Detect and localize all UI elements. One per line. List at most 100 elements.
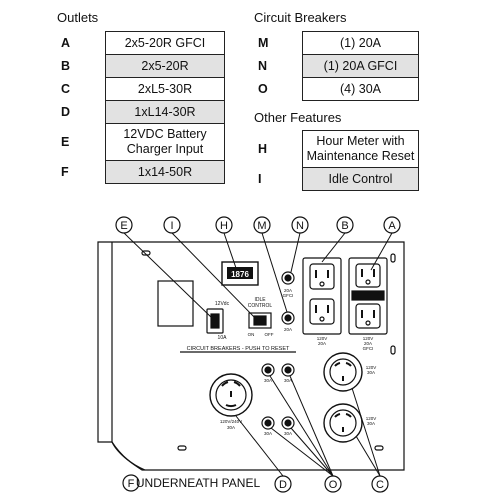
b-outlet-label-2: 20A xyxy=(318,341,326,346)
panel-bottom-lip xyxy=(111,441,146,471)
callout-b-circle xyxy=(336,216,354,234)
feature-row: I Idle Control xyxy=(254,167,419,191)
outlet-letter: D xyxy=(61,105,71,119)
callout-i-circle xyxy=(163,216,181,234)
dc-input-inner xyxy=(210,313,220,329)
o-breaker xyxy=(281,416,295,430)
callout-c: C xyxy=(376,479,384,491)
d-outlet-slot xyxy=(233,381,241,387)
callout-n-circle xyxy=(291,216,309,234)
d-outlet-slot xyxy=(221,381,229,387)
idle-label-line2: CONTROL xyxy=(248,303,273,309)
d-outlet-label-1: 120V/240V xyxy=(220,419,242,424)
idle-on-label: ON xyxy=(248,332,255,337)
dc-input-socket xyxy=(206,308,224,334)
d-outlet-slot xyxy=(225,404,237,408)
callout-h: H xyxy=(220,220,228,232)
callout-d-circle xyxy=(274,475,292,493)
feature-desc: Idle Control xyxy=(302,167,419,191)
hour-meter xyxy=(221,261,259,286)
breaker-strip-label: CIRCUIT BREAKERS - PUSH TO RESET xyxy=(187,346,290,352)
a-gfci-buttons xyxy=(351,290,385,301)
leader-d xyxy=(235,415,284,477)
breakers-table: M (1) 20A N (1) 20A GFCI O (4) 30A xyxy=(254,31,419,101)
o-breaker xyxy=(281,363,295,377)
mount-slot xyxy=(374,445,384,451)
callout-d: D xyxy=(279,479,287,491)
c-outlet-lower xyxy=(323,403,363,443)
b-ground xyxy=(319,316,325,322)
o-breaker-label: 30A xyxy=(284,431,292,436)
o-breaker-button xyxy=(264,366,272,374)
callout-o: O xyxy=(329,479,338,491)
a-outlet-receptacle xyxy=(355,303,381,329)
a-outlet-plate xyxy=(348,257,388,335)
mount-slot xyxy=(141,250,151,256)
c-outlet-slot xyxy=(345,362,352,367)
breaker-desc: (1) 20A GFCI xyxy=(302,54,419,78)
features-title: Other Features xyxy=(254,110,342,125)
dc-label-bottom: 10A xyxy=(218,335,228,341)
feature-letter: H xyxy=(258,142,268,156)
callout-i: I xyxy=(170,220,173,232)
leader-m xyxy=(261,232,288,313)
callout-f: F xyxy=(128,478,135,490)
leader-n xyxy=(290,232,301,273)
leader-o xyxy=(289,375,334,477)
c-lower-label-2: 30A xyxy=(367,421,375,426)
breaker-letter: M xyxy=(258,36,269,50)
a-outlet-label-2: 20A xyxy=(364,341,372,346)
c-outlet-upper-face xyxy=(329,358,357,386)
callout-a-circle xyxy=(383,216,401,234)
leader-e xyxy=(123,232,213,319)
outlets-title: Outlets xyxy=(57,10,99,25)
leader-a xyxy=(370,232,393,271)
c-upper-label-2: 30A xyxy=(367,370,375,375)
callout-o-circle xyxy=(324,475,342,493)
o-breaker-button xyxy=(264,419,272,427)
breaker-desc: (4) 30A xyxy=(302,77,419,101)
a-ground xyxy=(365,279,371,285)
n-breaker-button xyxy=(284,274,292,282)
breaker-letter: O xyxy=(258,82,268,96)
breaker-letter: N xyxy=(258,59,268,73)
idle-control-switch xyxy=(248,312,272,329)
outlet-letter: C xyxy=(61,82,71,96)
c-outlet-lower-face xyxy=(329,409,357,437)
a-outlet-label-1: 120V xyxy=(363,336,374,341)
callout-f-circle xyxy=(122,474,140,492)
m-breaker-label: 20A xyxy=(284,327,292,332)
m-breaker xyxy=(281,311,295,325)
callout-e-circle xyxy=(115,216,133,234)
callout-b: B xyxy=(341,220,348,232)
outlet-desc: 1xL14-30R xyxy=(105,100,225,124)
leader-c xyxy=(355,435,381,477)
idle-label-line1: IDLE xyxy=(254,297,266,303)
breaker-row: M (1) 20A xyxy=(254,31,419,55)
o-breaker xyxy=(261,363,275,377)
o-breaker-button xyxy=(284,419,292,427)
outlet-row: C 2xL5-30R xyxy=(57,77,225,101)
b-outlet-label-1: 120V xyxy=(317,336,328,341)
features-table: H Hour Meter with Maintenance Reset I Id… xyxy=(254,130,419,191)
leader-o xyxy=(269,375,334,477)
dc-label-top: 12Vdc xyxy=(215,301,230,307)
m-breaker-button xyxy=(284,314,292,322)
outlet-desc: 2xL5-30R xyxy=(105,77,225,101)
b-outlet-receptacle xyxy=(309,298,335,325)
leader-h xyxy=(223,232,237,269)
breaker-row: O (4) 30A xyxy=(254,77,419,101)
a-ground xyxy=(365,320,371,326)
idle-control-lever xyxy=(253,315,267,326)
outlet-letter: A xyxy=(61,36,71,50)
b-outlet-receptacle xyxy=(309,263,335,290)
d-outlet-face xyxy=(215,379,247,411)
leader-c xyxy=(351,387,381,477)
leader-o xyxy=(270,427,334,477)
leader-o xyxy=(290,427,334,477)
c-upper-label-1: 120V xyxy=(366,365,377,370)
o-breaker-label: 30A xyxy=(264,431,272,436)
a-outlet-receptacle xyxy=(355,263,381,288)
outlet-row: F 1x14-50R xyxy=(57,160,225,184)
